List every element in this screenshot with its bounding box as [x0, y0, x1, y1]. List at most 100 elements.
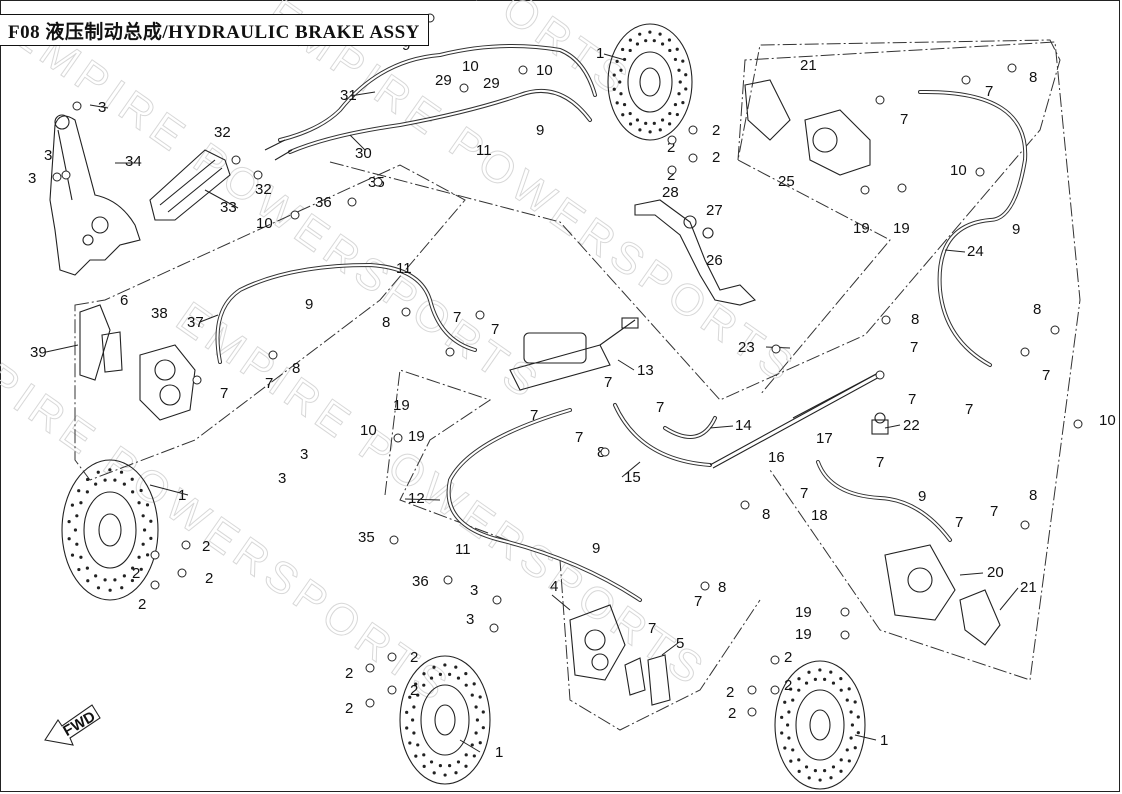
- watermark-text-2: EMPIRE POWERSPORTS: [258, 0, 806, 394]
- disc-hole: [845, 748, 849, 752]
- callout-2: 2: [132, 565, 140, 582]
- disc-hole: [673, 102, 678, 107]
- disc-hole: [789, 687, 793, 691]
- callout-33: 33: [220, 199, 237, 216]
- disc-hole: [644, 121, 648, 125]
- disc-hole: [648, 130, 652, 134]
- fastener-icon: [72, 101, 82, 111]
- disc-hole: [783, 700, 787, 704]
- callout-2: 2: [712, 149, 720, 166]
- fastener-icon: [393, 433, 403, 443]
- disc-hole: [638, 32, 642, 36]
- disc-hole: [85, 490, 89, 494]
- caliper-rear-left: [569, 604, 671, 706]
- callout-2: 2: [410, 649, 418, 666]
- disc-hole: [622, 102, 627, 107]
- callout-19: 19: [795, 604, 812, 621]
- disc-hole: [141, 514, 145, 518]
- disc-hole: [845, 698, 849, 702]
- brake-hose-24: [918, 89, 1028, 367]
- disc-hole: [96, 470, 100, 474]
- callout-9: 9: [305, 296, 313, 313]
- disc-hole: [612, 87, 616, 91]
- callout-9: 9: [918, 488, 926, 505]
- disc-hole: [628, 48, 632, 53]
- disc-hole: [615, 59, 619, 64]
- disc-hole: [856, 731, 860, 735]
- disc-hole: [658, 32, 662, 36]
- callout-26: 26: [706, 252, 723, 269]
- disc-hole: [780, 731, 784, 735]
- callout-5: 5: [676, 635, 684, 652]
- disc-hole: [847, 687, 851, 691]
- callout-10: 10: [256, 215, 273, 232]
- disc-hole: [429, 676, 434, 680]
- disc-hole: [818, 778, 822, 782]
- leader-lines: [45, 53, 1019, 753]
- disc-hole: [139, 567, 143, 571]
- fastener-icon: [177, 568, 187, 578]
- disc-hole: [791, 748, 795, 752]
- disc-hole: [141, 542, 145, 546]
- disc-hole: [408, 695, 412, 699]
- disc-hole: [681, 59, 685, 63]
- disc-hole: [414, 682, 418, 686]
- disc-hole: [849, 736, 853, 740]
- disc-hole: [681, 100, 685, 105]
- disc-hole: [122, 482, 126, 486]
- disc-hole: [684, 87, 688, 91]
- fastener-icon: [445, 347, 455, 357]
- disc-hole: [139, 488, 143, 493]
- disc-hole: [70, 503, 75, 507]
- disc-hole: [416, 693, 420, 697]
- callout-7: 7: [604, 374, 612, 391]
- fastener-icon: [492, 595, 502, 605]
- disc-hole: [853, 700, 857, 704]
- disc-hole: [839, 769, 843, 773]
- callout-39: 39: [30, 344, 47, 361]
- disc-hole: [839, 688, 843, 692]
- fastener-icon: [975, 167, 985, 177]
- callout-10: 10: [950, 162, 967, 179]
- disc-hole: [675, 47, 679, 51]
- fastener-icon: [290, 210, 300, 220]
- disc-hole: [797, 677, 801, 681]
- fastener-icon: [459, 83, 469, 93]
- disc-hole: [130, 477, 134, 481]
- disc-hole: [658, 128, 662, 132]
- callout-30: 30: [355, 145, 372, 162]
- callout-2: 2: [667, 139, 675, 156]
- callout-8: 8: [1029, 69, 1037, 86]
- callout-8: 8: [1033, 301, 1041, 318]
- fastener-icon: [387, 685, 397, 695]
- callout-2: 2: [205, 570, 213, 587]
- callout-8: 8: [292, 360, 300, 377]
- disc-hole: [818, 668, 822, 672]
- disc-hole: [797, 769, 801, 773]
- callout-7: 7: [694, 593, 702, 610]
- callout-7: 7: [910, 339, 918, 356]
- callout-32: 32: [214, 124, 231, 141]
- disc-hole: [422, 753, 426, 757]
- disc-hole: [619, 68, 623, 72]
- disc-hole: [448, 672, 452, 676]
- callout-1: 1: [596, 45, 604, 62]
- callout-2: 2: [712, 122, 720, 139]
- disc-hole: [660, 42, 665, 46]
- disc-hole: [448, 764, 452, 768]
- disc-hole: [478, 741, 482, 745]
- callout-2: 2: [345, 700, 353, 717]
- disc-hole: [120, 586, 124, 590]
- disc-hole: [464, 764, 468, 768]
- callout-11: 11: [396, 260, 412, 277]
- bracket: [149, 149, 231, 221]
- disc-hole: [787, 736, 791, 740]
- fastener-icon: [860, 185, 870, 195]
- fastener-icon: [1020, 520, 1030, 530]
- disc-hole: [648, 30, 652, 34]
- fastener-icon: [373, 177, 383, 187]
- callout-6: 6: [120, 292, 128, 309]
- disc-hole: [443, 773, 447, 777]
- disc-hole: [108, 468, 112, 472]
- disc-hole: [411, 718, 415, 722]
